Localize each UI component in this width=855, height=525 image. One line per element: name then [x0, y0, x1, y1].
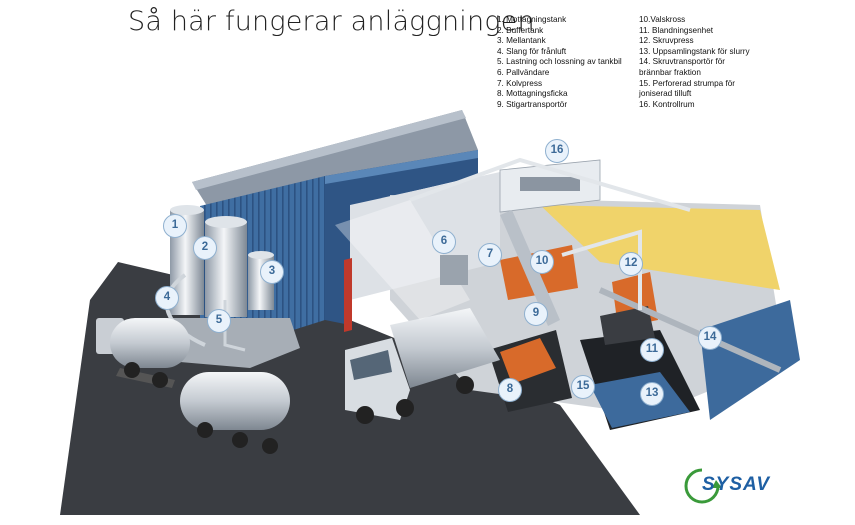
reception-hopper [500, 338, 556, 384]
marker-15: 15 [571, 375, 595, 399]
hall-right-wall [700, 300, 800, 420]
building-roof [192, 110, 478, 214]
legend-item: 10.Valskross [639, 15, 686, 24]
marker-14: 14 [698, 326, 722, 350]
marker-8: 8 [498, 378, 522, 402]
legend-item: brännbar fraktion [639, 67, 701, 77]
control-room [499, 159, 601, 213]
marker-16: 16 [545, 139, 569, 163]
light-beam [335, 200, 470, 320]
legend-item: 9. Stigartransportör [497, 99, 568, 109]
legend-item: 6. Pallvändare [497, 67, 550, 77]
legend-item: 12. Skruvpress [639, 36, 694, 46]
legend-item: 5. Lastning och lossning av tankbil [497, 57, 622, 67]
tanker-truck [96, 318, 290, 454]
sysav-logo-icon [684, 468, 722, 504]
legend-item: 7. Kolvpress [497, 78, 543, 88]
legend-right: 10.Valskross 11. Blandningsenhet 12. Skr… [639, 15, 750, 110]
legend-item: 1. Mottagningstank [497, 15, 567, 24]
overhead-pipe [409, 157, 691, 212]
marker-11: 11 [640, 338, 664, 362]
legend-item: 11. Blandningsenhet [639, 25, 714, 35]
marker-4: 4 [155, 286, 179, 310]
hall-pillar [344, 258, 352, 332]
pit-water [590, 372, 690, 428]
marker-2: 2 [193, 236, 217, 260]
marker-1: 1 [163, 214, 187, 238]
legend-item: 4. Slang för frånluft [497, 46, 567, 56]
marker-10: 10 [530, 250, 554, 274]
legend-item: joniserad tilluft [639, 89, 692, 99]
legend-item: 13. Uppsamlingstank för slurry [639, 46, 750, 56]
marker-12: 12 [619, 252, 643, 276]
marker-13: 13 [640, 382, 664, 406]
legend-left: 1. Mottagningstank 2. Buffertank 3. Mell… [497, 15, 622, 110]
legend-item: 2. Buffertank [497, 25, 544, 35]
marker-9: 9 [524, 302, 548, 326]
legend-item: 3. Mellantank [497, 36, 546, 46]
tank-foundation [160, 318, 300, 368]
marker-5: 5 [207, 309, 231, 333]
marker-7: 7 [478, 243, 502, 267]
legend-item: 15. Perforerad strumpa för [639, 78, 736, 88]
legend-item: 16. Kontrollrum [639, 99, 695, 109]
legend-item: 14. Skruvtransportör för [639, 57, 726, 67]
hall-yellow-floor [540, 205, 780, 290]
exhaust-hose [164, 273, 206, 347]
sysav-logo-text: SYSAV [702, 474, 771, 495]
marker-6: 6 [432, 230, 456, 254]
waste-truck [345, 308, 500, 424]
marker-3: 3 [260, 260, 284, 284]
pallet-rotator [440, 255, 468, 285]
screw-conveyor [598, 287, 782, 373]
mixing-unit [600, 306, 655, 345]
elevator-conveyor [500, 210, 560, 326]
legend-item: 8. Mottagningsficka [497, 89, 568, 99]
page-title: Så här fungerar anläggningen [128, 6, 535, 37]
building-side-wall [325, 150, 478, 325]
